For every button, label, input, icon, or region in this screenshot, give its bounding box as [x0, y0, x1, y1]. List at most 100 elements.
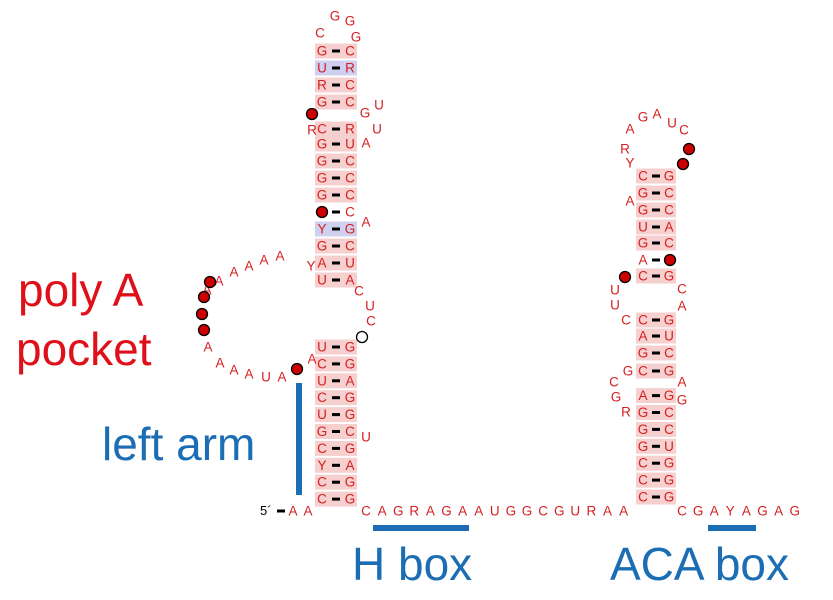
base-pair-bond — [652, 174, 660, 178]
nucleotide: G — [638, 346, 649, 361]
nucleotide: Y — [625, 156, 634, 171]
base-pair-bond — [652, 495, 660, 499]
nucleotide: A — [664, 220, 673, 235]
base-pair-bond — [332, 261, 340, 265]
nucleotide: C — [677, 282, 687, 297]
nucleotide: G — [345, 14, 356, 29]
pocket-label: pocket — [16, 323, 152, 375]
nucleotide: U — [361, 430, 371, 445]
nucleotide: A — [244, 367, 253, 382]
nucleotide: C — [677, 504, 687, 519]
nucleotide: C — [317, 492, 327, 507]
base-pair-bond — [332, 463, 340, 467]
nucleotide: G — [317, 44, 328, 59]
nucleotide: U — [638, 220, 648, 235]
nucleotide: G — [757, 504, 768, 519]
base-pair-bond — [332, 278, 340, 282]
nucleotide: G — [317, 137, 328, 152]
nucleotide: A — [361, 215, 370, 230]
left-arm-label: left arm — [102, 418, 256, 470]
nucleotide: U — [667, 116, 677, 131]
nucleotide: A — [203, 340, 212, 355]
nucleotide: C — [317, 475, 327, 490]
nucleotide: G — [345, 492, 356, 507]
nucleotide: U — [317, 273, 327, 288]
nucleotide: G — [611, 390, 622, 405]
nucleotide: C — [621, 313, 631, 328]
nucleotide: A — [244, 259, 253, 274]
nucleotide: A — [345, 458, 354, 473]
nucleotide: A — [277, 370, 286, 385]
nucleotide: C — [317, 122, 327, 137]
nucleotide: U — [664, 329, 674, 344]
nucleotide: C — [361, 504, 371, 519]
nucleotide: G — [522, 504, 533, 519]
nucleotide: U — [374, 98, 384, 113]
nucleotide: A — [458, 504, 467, 519]
nucleotide: Y — [317, 222, 326, 237]
h-box-label: H box — [352, 538, 473, 590]
base-pair-bond — [332, 227, 340, 231]
base-pair-bond — [652, 394, 660, 398]
nucleotide: U — [317, 340, 327, 355]
nucleotide: A — [259, 253, 268, 268]
nucleotide: A — [742, 504, 751, 519]
modified-nucleotide-dot — [682, 142, 696, 156]
left-arm-line — [296, 383, 302, 495]
base-pair-bond — [332, 49, 340, 53]
nucleotide: G — [317, 171, 328, 186]
base-pair-bond — [332, 193, 340, 197]
nucleotide: G — [664, 364, 675, 379]
nucleotide: G — [664, 490, 675, 505]
base-pair-bond — [652, 334, 660, 338]
nucleotide: G — [664, 269, 675, 284]
nucleotide: G — [638, 110, 649, 125]
nucleotide: C — [679, 123, 689, 138]
nucleotide: G — [638, 422, 649, 437]
base-pair-bond — [332, 100, 340, 104]
open-nucleotide-dot — [355, 330, 369, 344]
base-pair-bond — [652, 225, 660, 229]
base-pair-bond — [652, 208, 660, 212]
nucleotide: U — [372, 122, 382, 137]
five-prime-label: 5´ — [260, 503, 272, 518]
nucleotide: A — [710, 504, 719, 519]
base-pair-bond — [652, 258, 660, 262]
nucleotide: A — [214, 274, 223, 289]
nucleotide: C — [538, 504, 548, 519]
base-pair-bond — [332, 66, 340, 70]
nucleotide: A — [303, 504, 312, 519]
nucleotide: C — [345, 154, 355, 169]
nucleotide: A — [638, 253, 647, 268]
nucleotide: G — [393, 504, 404, 519]
nucleotide: Y — [306, 259, 315, 274]
modified-nucleotide-dot — [305, 107, 319, 121]
nucleotide: U — [570, 504, 580, 519]
base-pair-bond — [652, 369, 660, 373]
nucleotide: A — [619, 504, 628, 519]
nucleotide: A — [603, 504, 612, 519]
nucleotide: G — [506, 504, 517, 519]
modification-markers — [195, 107, 696, 376]
nucleotide: A — [215, 356, 224, 371]
nucleotide: Y — [317, 458, 326, 473]
base-pair-bond — [652, 461, 660, 465]
nucleotide: G — [638, 203, 649, 218]
nucleotide: G — [345, 441, 356, 456]
base-pair-bond — [332, 127, 340, 131]
nucleotide: C — [638, 313, 648, 328]
nucleotide: A — [317, 256, 326, 271]
modified-nucleotide-dot — [197, 323, 211, 337]
nucleotide: G — [677, 393, 688, 408]
nucleotide: G — [345, 475, 356, 490]
modified-nucleotide-dot — [290, 362, 304, 376]
nucleotide: C — [664, 236, 674, 251]
base-pair-bond — [332, 345, 340, 349]
nucleotide: U — [345, 137, 355, 152]
nucleotide: R — [307, 123, 317, 138]
nucleotide: C — [638, 169, 648, 184]
nucleotide: C — [345, 95, 355, 110]
nucleotide: G — [317, 154, 328, 169]
base-pair-bond — [332, 176, 340, 180]
base-pair-bond — [332, 396, 340, 400]
